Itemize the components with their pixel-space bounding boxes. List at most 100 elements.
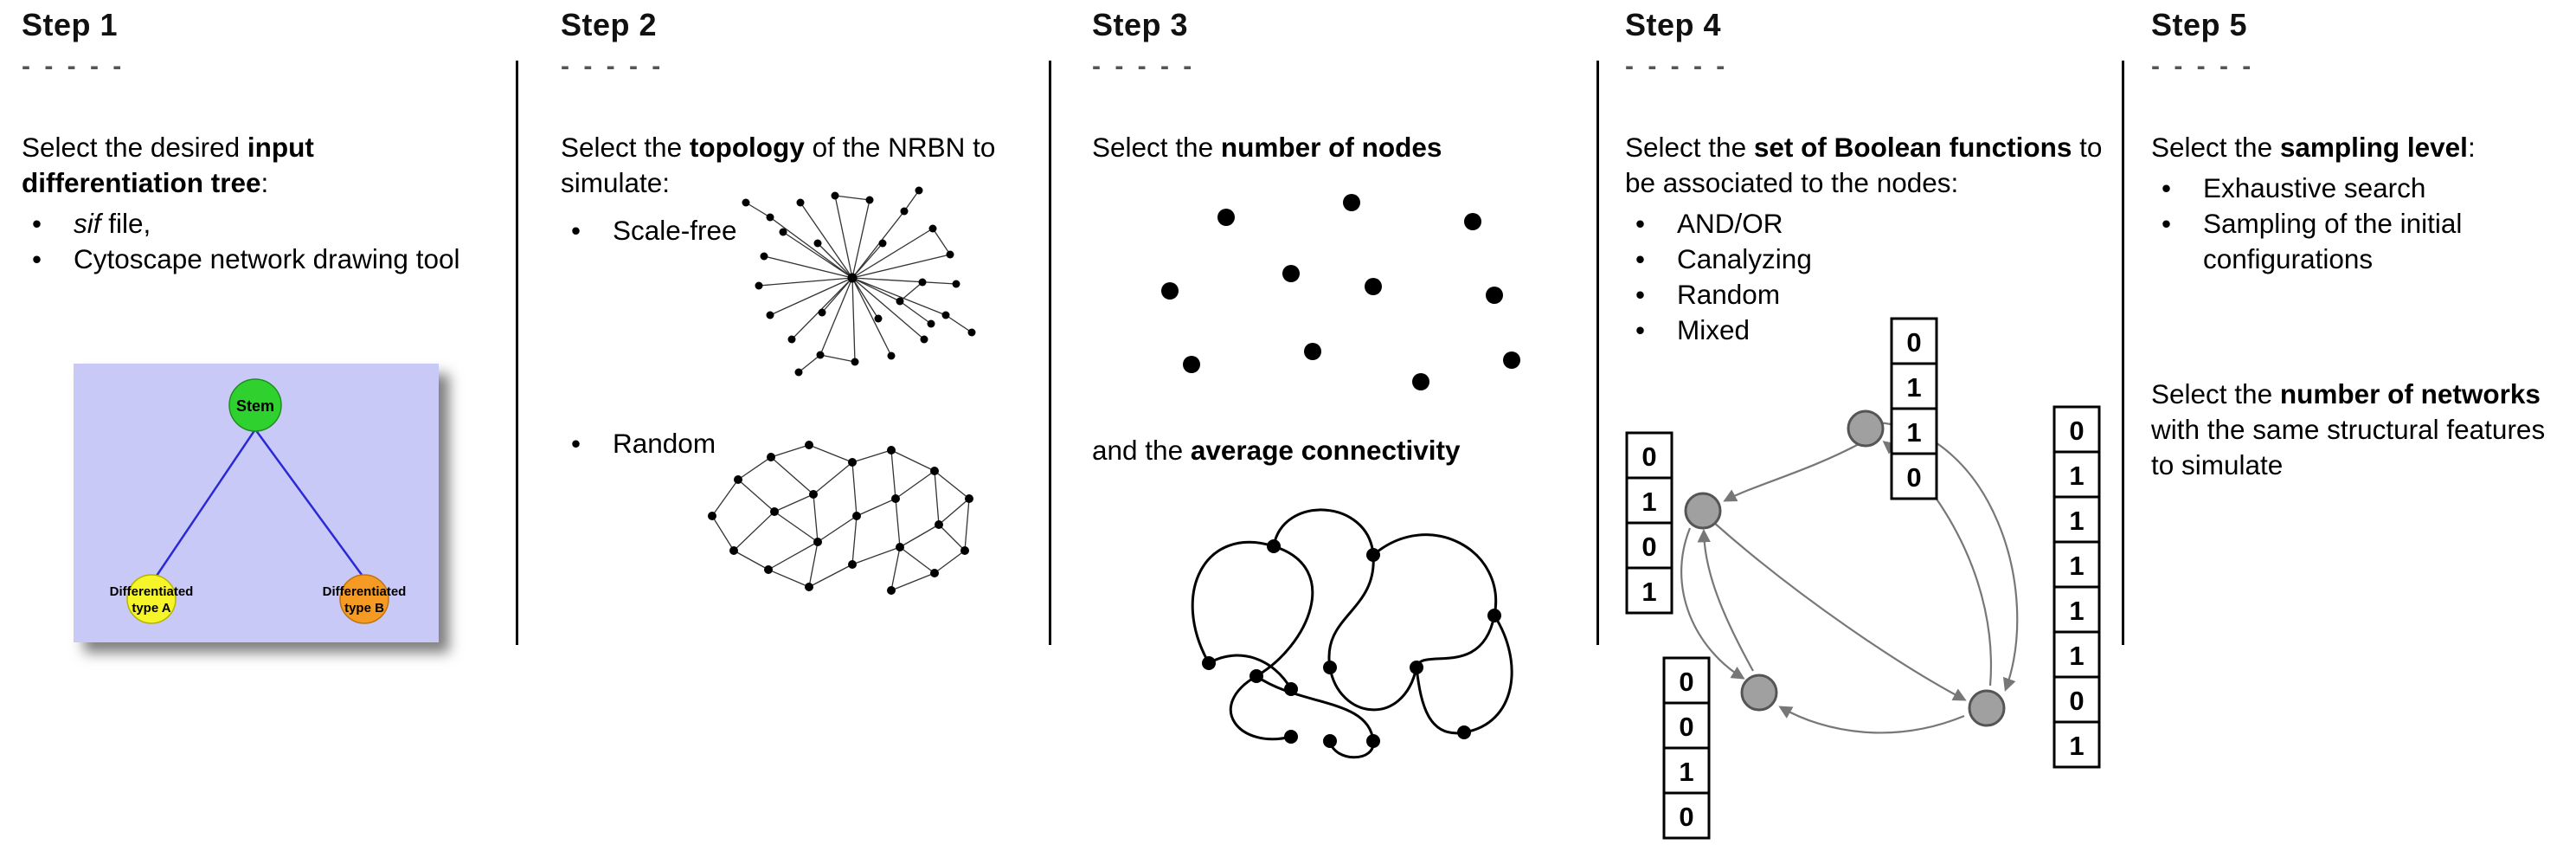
truth-table-cell: 1 — [1662, 746, 1711, 795]
step3-line1: Select the number of nodes — [1092, 130, 1577, 165]
step4-bullet-list: AND/OR Canalyzing Random Mixed — [1625, 206, 2110, 348]
step2-bullet-list: Scale-free Random — [561, 213, 1028, 461]
gene-node-d — [1968, 689, 2006, 727]
connectivity-figure — [1191, 508, 1513, 759]
differentiation-tree-svg: Stem Differentiated type A Differentiate… — [74, 364, 439, 642]
truth-table-left: 0 1 0 1 — [1625, 431, 1673, 615]
svg-text:1: 1 — [2069, 641, 2084, 671]
random-nodes — [708, 441, 973, 595]
step1-bullet-sif: sif file, — [22, 206, 493, 242]
svg-text:1: 1 — [2069, 731, 2084, 761]
text-segment: Select the — [2151, 132, 2280, 163]
truth-table-cell: 0 — [1625, 431, 1673, 480]
step2-bullet-scale-free: Scale-free — [561, 213, 1028, 248]
svg-text:0: 0 — [1679, 802, 1693, 832]
bullet-text: Sampling of the initial configurations — [2203, 207, 2463, 274]
truth-table-top: 0 1 1 0 — [1890, 317, 1938, 500]
truth-table-cell: 1 — [1625, 566, 1673, 615]
svg-text:1: 1 — [2069, 506, 2084, 536]
connectivity-curves — [1191, 508, 1513, 759]
step1-column: Step 1 - - - - - Select the desired inpu… — [22, 7, 493, 642]
step5-bullet-sampling: Sampling of the initial configurations — [2151, 206, 2566, 277]
svg-text:1: 1 — [2069, 461, 2084, 491]
step2-bullet-random: Random — [561, 426, 1028, 461]
truth-table-cell: 1 — [2052, 720, 2101, 769]
truth-table-cell: 0 — [1625, 521, 1673, 570]
random-network-figure — [708, 441, 973, 595]
text-segment: of the NRBN to simulate: — [561, 132, 996, 198]
svg-text:1: 1 — [2069, 551, 2084, 581]
gene-node-b — [1847, 409, 1885, 448]
truth-table-cell: 1 — [1625, 476, 1673, 525]
text-segment: Select the — [2151, 377, 2280, 409]
bullet-text: Random — [1677, 278, 1781, 310]
bullet-text: Exhaustive search — [2203, 171, 2426, 203]
step5-intro: Select the sampling level: — [2151, 130, 2566, 165]
bullet-text: sif file, — [74, 206, 151, 242]
divider-3 — [1596, 61, 1599, 645]
truth-table-cell: 0 — [1662, 701, 1711, 750]
bullet-text: Random — [613, 427, 716, 459]
scale-free-network-figure — [742, 186, 976, 377]
text-segment: with the same structural features to sim… — [2151, 413, 2546, 480]
step4-column: Step 4 - - - - - Select the set of Boole… — [1625, 7, 2110, 840]
text-segment: and the — [1092, 435, 1191, 466]
type-a-label-line1: Differentiated — [110, 584, 194, 599]
text-segment: : — [260, 166, 269, 198]
svg-text:1: 1 — [1641, 487, 1656, 517]
nodes-dots-figure — [1161, 194, 1520, 390]
truth-table-cell: 0 — [2052, 675, 2101, 724]
type-b-label-line2: type B — [344, 601, 384, 616]
step5-bullet-exhaustive: Exhaustive search — [2151, 171, 2566, 206]
step1-title: Step 1 — [22, 7, 119, 42]
truth-table-cell: 0 — [1662, 791, 1711, 840]
step3-dashes: - - - - - — [1092, 52, 1196, 81]
text-segment-bold: number of nodes — [1220, 132, 1442, 163]
boolean-network-nodes — [1684, 409, 2006, 727]
text-segment-bold: number of networks — [2279, 377, 2541, 409]
step5-dashes: - - - - - — [2151, 52, 2255, 81]
svg-text:0: 0 — [2069, 416, 2084, 446]
svg-text:0: 0 — [1679, 667, 1693, 697]
type-b-label-line1: Differentiated — [323, 584, 407, 599]
svg-text:1: 1 — [1906, 417, 1921, 448]
differentiated-type-b-node: Differentiated type B — [323, 574, 407, 624]
svg-text:1: 1 — [2069, 596, 2084, 626]
text-segment-bold: topology — [689, 132, 805, 163]
step4-title: Step 4 — [1625, 7, 1722, 42]
text-segment-bold: average connectivity — [1190, 435, 1461, 466]
svg-text:1: 1 — [1679, 757, 1693, 787]
step4-dashes: - - - - - — [1625, 52, 1729, 81]
step2-dashes: - - - - - — [561, 52, 665, 81]
truth-table-cell: 0 — [1890, 452, 1938, 500]
differentiation-tree-figure: Stem Differentiated type A Differentiate… — [74, 364, 439, 642]
step4-intro: Select the set of Boolean functions to b… — [1625, 130, 2110, 201]
tree-edges — [153, 429, 366, 579]
connectivity-nodes — [1202, 539, 1501, 748]
bullet-text: Mixed — [1677, 313, 1751, 345]
text-segment-italic: sif — [74, 207, 101, 239]
step1-dashes: - - - - - — [22, 52, 125, 81]
bullet-text: Canalyzing — [1677, 242, 1812, 274]
step5-column: Step 5 - - - - - Select the sampling lev… — [2151, 7, 2566, 483]
truth-table-cell: 0 — [2052, 405, 2101, 454]
step4-bullet-random: Random — [1625, 277, 2110, 313]
text-segment: Select the — [1092, 132, 1221, 163]
step3-title: Step 3 — [1092, 7, 1189, 42]
text-segment: file, — [100, 207, 151, 239]
gene-node-a — [1684, 492, 1722, 530]
bullet-text: Scale-free — [613, 214, 737, 246]
step4-bullet-andor: AND/OR — [1625, 206, 2110, 242]
truth-table-cell: 0 — [1662, 656, 1711, 705]
truth-table-cell: 1 — [2052, 585, 2101, 634]
svg-text:0: 0 — [1641, 532, 1656, 562]
random-edges — [711, 444, 970, 591]
step2-title: Step 2 — [561, 7, 658, 42]
truth-table-cell: 1 — [1890, 407, 1938, 455]
svg-text:0: 0 — [1679, 712, 1693, 742]
step1-intro: Select the desired input differentiation… — [22, 130, 493, 201]
bullet-text: Cytoscape network drawing tool — [74, 242, 460, 274]
divider-1 — [516, 61, 518, 645]
step4-bullet-mixed: Mixed — [1625, 313, 2110, 348]
divider-4 — [2122, 61, 2124, 645]
